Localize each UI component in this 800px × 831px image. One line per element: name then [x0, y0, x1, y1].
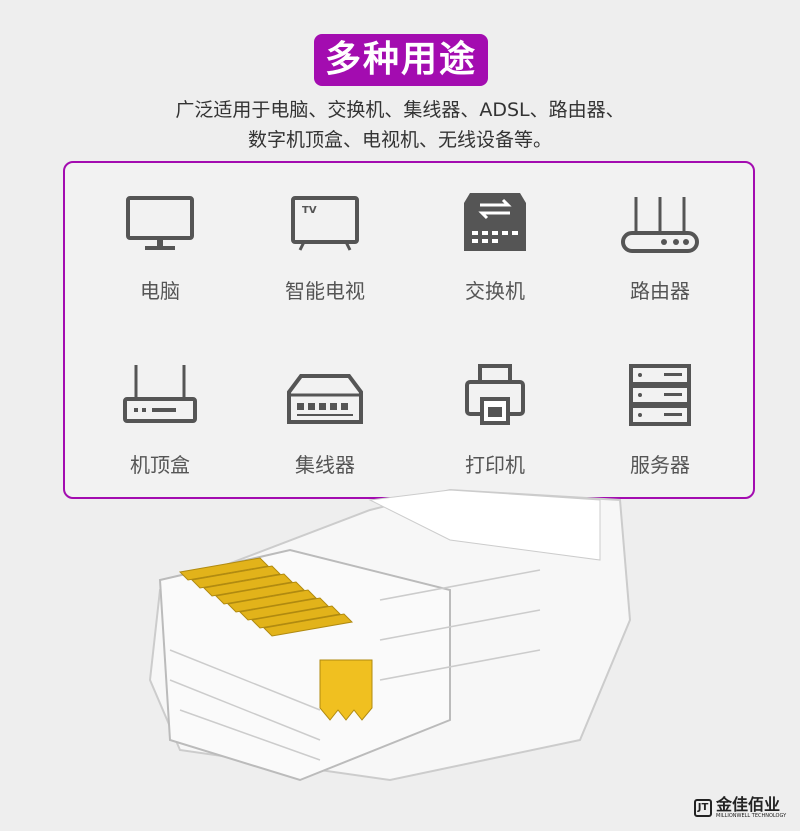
set-top-box-icon: [123, 365, 197, 423]
switch-icon: [464, 193, 526, 251]
page-title: 多种用途: [314, 34, 488, 86]
printer-icon: [465, 364, 525, 425]
device-set-top-box: 机顶盒: [75, 363, 245, 478]
device-switch: 交换机: [410, 191, 580, 304]
device-label: 机顶盒: [130, 453, 190, 477]
device-label: 智能电视: [285, 279, 365, 303]
brand-mark-icon: JT: [694, 799, 712, 817]
rj45-connector-image: [148, 488, 632, 782]
device-hub: 集线器: [240, 373, 410, 478]
hub-icon: [287, 374, 363, 424]
device-label: 电脑: [140, 279, 180, 303]
device-label: 交换机: [465, 279, 525, 303]
router-icon: [621, 197, 699, 253]
device-label: 打印机: [465, 453, 525, 477]
device-printer: 打印机: [410, 363, 580, 478]
device-label: 服务器: [630, 453, 690, 477]
tv-text: TV: [302, 205, 317, 216]
server-icon: [629, 364, 691, 426]
description-line-1: 广泛适用于电脑、交换机、集线器、ADSL、路由器、: [175, 99, 625, 121]
description-line-2: 数字机顶盒、电视机、无线设备等。: [247, 129, 552, 151]
brand-logo: JT 金佳佰业 MILLIONWELL TECHNOLOGY: [694, 797, 786, 819]
brand-subtitle: MILLIONWELL TECHNOLOGY: [716, 813, 787, 819]
brand-name: 金佳佰业: [716, 795, 781, 814]
tv-icon: TV: [291, 196, 359, 251]
device-server: 服务器: [575, 363, 745, 478]
device-label: 集线器: [295, 453, 355, 477]
device-smart-tv: TV 智能电视: [240, 195, 410, 304]
device-computer: 电脑: [75, 195, 245, 304]
device-label: 路由器: [630, 279, 690, 303]
monitor-icon: [126, 196, 194, 250]
device-router: 路由器: [575, 195, 745, 304]
device-panel: 电脑 TV 智能电视 交换机 路由器 机顶盒 集线器 打印机 服务器: [63, 161, 755, 499]
